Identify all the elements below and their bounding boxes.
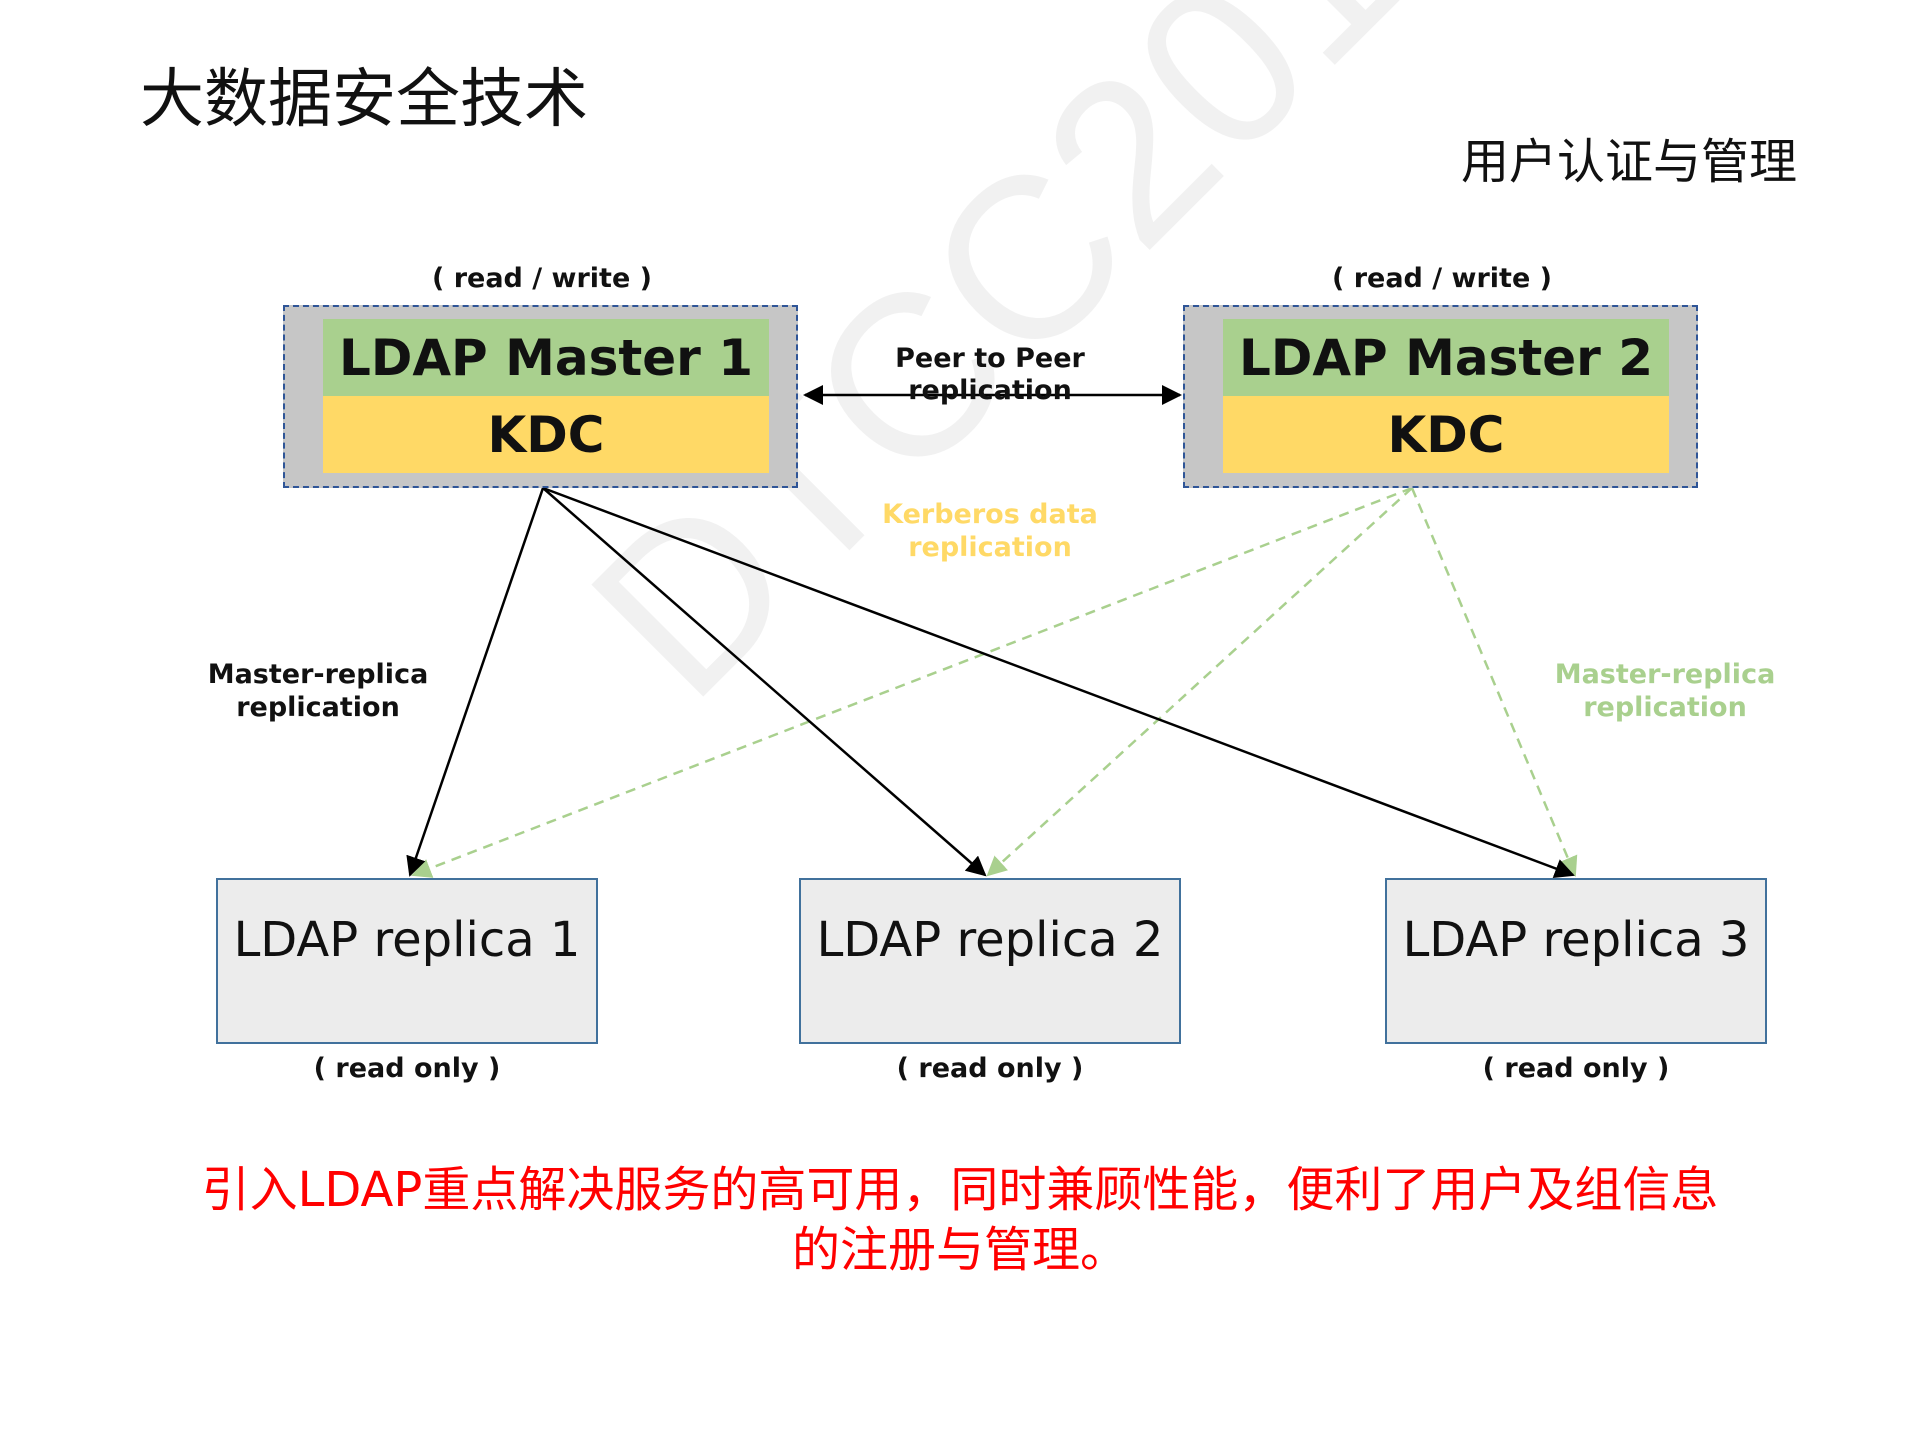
kdc-2-label: KDC [1223, 396, 1669, 473]
master1-link-replica-1 [406, 487, 545, 877]
master2-link-replica-3 [1410, 487, 1578, 877]
page-title: 大数据安全技术 [140, 63, 588, 137]
kerberos-replication-label: Kerberos data replication [882, 499, 1098, 563]
ldap-replica-3: LDAP replica 3 [1385, 878, 1767, 1044]
master-2-mode: ( read / write ) [1331, 263, 1553, 294]
ldap-replica-2: LDAP replica 2 [799, 878, 1181, 1044]
master-replica-label-left: Master-replica replication [207, 659, 429, 723]
peer-replication-label: Peer to Peer replication [895, 343, 1085, 406]
master1-link-replica-3 [542, 486, 1575, 879]
master-replica-label-right: Master-replica replication [1554, 659, 1776, 723]
master-1-mode: ( read / write ) [431, 263, 653, 294]
page-subtitle: 用户认证与管理 [1460, 134, 1797, 190]
master1-link-replica-2 [542, 487, 987, 877]
kerberos-link-replica-1 [411, 486, 1413, 878]
replica-1-mode: ( read only ) [313, 1053, 501, 1084]
ldap-replica-1: LDAP replica 1 [216, 878, 598, 1044]
ldap-master-1: LDAP Master 1 KDC [283, 305, 798, 488]
ldap-master-1-label: LDAP Master 1 [323, 319, 769, 396]
ldap-master-2-label: LDAP Master 2 [1223, 319, 1669, 396]
kerberos-link-replica-2 [986, 487, 1413, 877]
ldap-master-2: LDAP Master 2 KDC [1183, 305, 1698, 488]
kdc-1-label: KDC [323, 396, 769, 473]
replica-2-mode: ( read only ) [896, 1053, 1084, 1084]
replica-3-mode: ( read only ) [1482, 1053, 1670, 1084]
summary-note: 引入LDAP重点解决服务的高可用，同时兼顾性能，便利了用户及组信息的注册与管理。 [201, 1162, 1719, 1278]
